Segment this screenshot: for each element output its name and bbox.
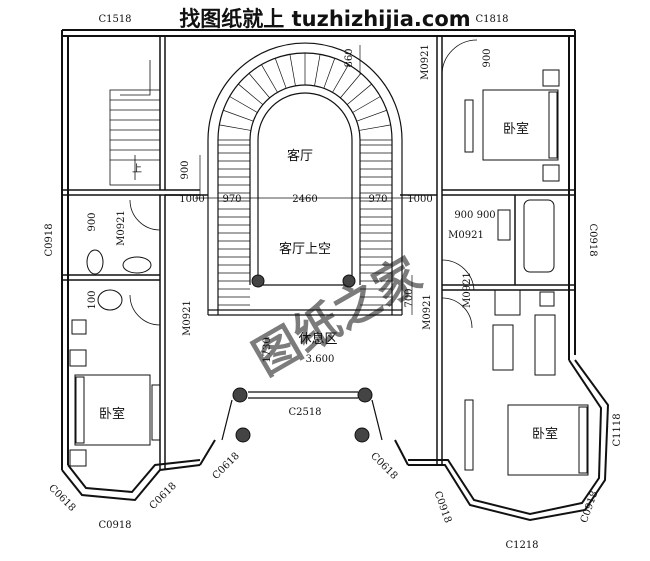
dim-970-right: 970 (368, 194, 387, 205)
dim-970-left: 970 (222, 194, 241, 205)
watermark-logo: 图纸之家 (244, 247, 430, 386)
stair-tread (238, 83, 264, 105)
room-label-living: 客厅 (287, 148, 313, 164)
dim-1000-left: 1000 (179, 194, 204, 205)
dim-700: 700 (404, 288, 415, 307)
dimension-lines (195, 45, 415, 315)
interior-walls (62, 36, 575, 470)
bathrooms (71, 199, 555, 335)
stair-tread (219, 124, 251, 131)
stair-tread (323, 58, 336, 89)
stair-tread (289, 54, 296, 86)
door-m0921-left2: M0921 (182, 300, 193, 336)
dim-1000-right: 1000 (407, 194, 432, 205)
window-c1818: C1818 (475, 14, 508, 25)
dim-900-left: 900 (180, 160, 191, 179)
dim-860: 860 (344, 48, 355, 67)
window-c0618-3: C0618 (211, 451, 242, 482)
door-m0921-left: M0921 (116, 210, 127, 246)
balcony-rail (221, 391, 383, 441)
stair-tread (261, 64, 278, 93)
bed-bottom-right (464, 289, 589, 476)
dim-900-900: 900 900 (454, 210, 495, 221)
stair-treads (218, 53, 392, 306)
dim-900-lower: 900 (87, 212, 98, 231)
window-c0918-left: C0918 (44, 223, 55, 256)
door-m0921-right2: M0921 (462, 272, 473, 308)
stair-tread (229, 96, 258, 113)
room-label-bedroom-tr: 卧室 (503, 121, 529, 137)
door-m0921-right: M0921 (422, 294, 433, 330)
stair-tread (314, 54, 321, 86)
bed-bottom-left (69, 349, 161, 467)
bed-top-right (464, 69, 560, 182)
window-c0618-2: C0618 (148, 481, 179, 512)
window-c0918-right: C0918 (587, 223, 598, 256)
stair-tread (223, 109, 254, 122)
dim-1730: 1730 (262, 337, 273, 362)
stair-tread (359, 124, 391, 131)
dim-900-top: 900 (482, 48, 493, 67)
door-m0921-mid: M0921 (448, 230, 484, 241)
room-label-living-void: 客厅上空 (279, 241, 331, 257)
room-label-bedroom-bl: 卧室 (99, 406, 125, 422)
outer-walls (61, 29, 610, 522)
stair-tread (356, 109, 387, 122)
stair-tread (332, 64, 349, 93)
door-m0921-top: M0921 (420, 44, 431, 80)
window-c1218: C1218 (505, 540, 538, 551)
stair-tread (274, 58, 287, 89)
window-c1518: C1518 (98, 14, 131, 25)
window-c2518: C2518 (288, 407, 321, 418)
stair-tread (346, 83, 372, 105)
window-c1118: C1118 (612, 413, 623, 446)
left-staircase (109, 60, 161, 186)
watermark-header: 找图纸就上 tuzhizhijia.com (179, 7, 470, 31)
stair-tread (248, 73, 270, 99)
window-c0918-bl-bottom: C0918 (98, 520, 131, 531)
room-label-bedroom-br: 卧室 (532, 426, 558, 442)
entrance-columns (232, 274, 373, 443)
window-c0618-1: C0618 (46, 483, 77, 514)
dim-2460: 2460 (292, 194, 317, 205)
stair-tread (352, 96, 381, 113)
door-swings (129, 39, 478, 329)
stair-tread (340, 73, 362, 99)
window-c0918-bay-left: C0918 (432, 490, 454, 525)
stair-up-label: 上 (132, 163, 142, 175)
window-c0918-bay-right: C0918 (579, 490, 601, 525)
elevation-label: 3.600 (306, 354, 335, 365)
dim-100: 100 (87, 290, 98, 309)
window-c0618-4: C0618 (368, 451, 399, 482)
room-label-landing: 休息区 (298, 331, 337, 347)
